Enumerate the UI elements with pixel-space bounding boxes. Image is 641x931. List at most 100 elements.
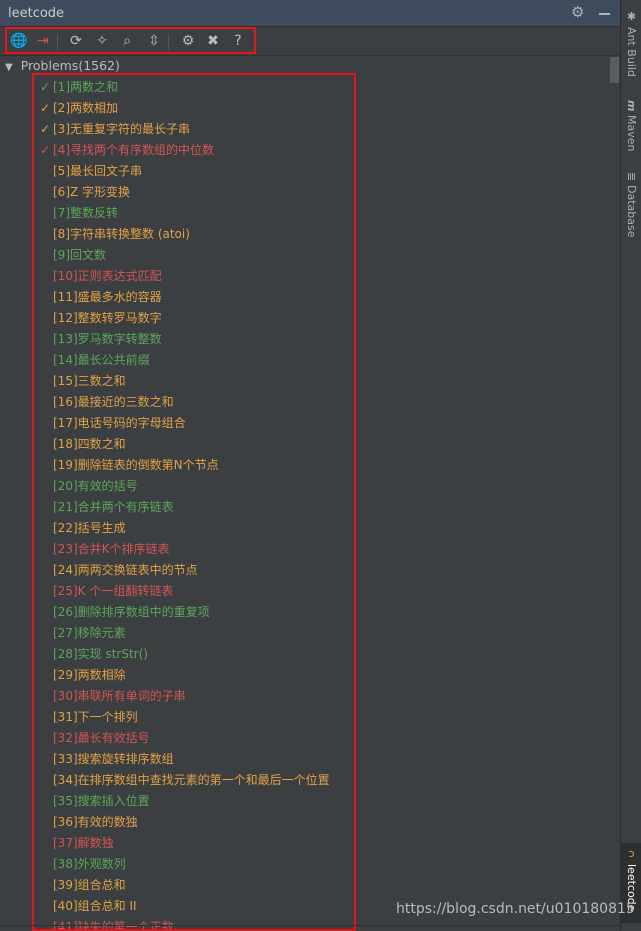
problem-item[interactable]: [39]组合总和	[40, 875, 355, 896]
tree-root-label: Problems(1562)	[20, 58, 120, 73]
problem-label: [19]删除链表的倒数第N个节点	[53, 458, 219, 472]
problem-item[interactable]: [38]外观数列	[40, 854, 355, 875]
problem-item[interactable]: [27]移除元素	[40, 623, 355, 644]
checkmark-icon: ✓	[40, 101, 51, 115]
toolbar-highlight	[5, 27, 256, 54]
problem-label: [36]有效的数独	[53, 815, 138, 829]
problem-label: [8]字符串转换整数 (atoi)	[53, 227, 190, 241]
minimize-icon[interactable]	[599, 13, 610, 15]
maven-icon: m	[625, 100, 638, 112]
problem-item[interactable]: [9]回文数	[40, 245, 355, 266]
problem-item[interactable]: [13]罗马数字转整数	[40, 329, 355, 350]
problem-label: [24]两两交换链表中的节点	[53, 563, 198, 577]
problem-item[interactable]: [34]在排序数组中查找元素的第一个和最后一个位置	[40, 770, 355, 791]
problem-item[interactable]: [14]最长公共前缀	[40, 350, 355, 371]
problem-label: [6]Z 字形变换	[53, 185, 131, 199]
problem-label: [11]盛最多水的容器	[53, 290, 162, 304]
checkmark-icon: ✓	[40, 143, 51, 157]
problem-label: [33]搜索旋转排序数组	[53, 752, 174, 766]
problem-item[interactable]: [17]电话号码的字母组合	[40, 413, 355, 434]
problem-item[interactable]: [8]字符串转换整数 (atoi)	[40, 224, 355, 245]
problem-label: [23]合并K个排序链表	[53, 542, 170, 556]
scrollbar[interactable]	[610, 57, 619, 83]
problem-label: [39]组合总和	[53, 878, 126, 892]
problem-item[interactable]: [32]最长有效括号	[40, 728, 355, 749]
problem-item[interactable]: ✓[4]寻找两个有序数组的中位数	[40, 140, 355, 161]
problem-label: [27]移除元素	[53, 626, 126, 640]
problem-item[interactable]: [36]有效的数独	[40, 812, 355, 833]
problem-item[interactable]: [29]两数相除	[40, 665, 355, 686]
checkmark-icon: ✓	[40, 122, 51, 136]
problem-label: [5]最长回文子串	[53, 164, 142, 178]
search-icon[interactable]: ⌕	[123, 33, 131, 49]
problem-item[interactable]: [5]最长回文子串	[40, 161, 355, 182]
gear-icon[interactable]: ⚙	[571, 3, 585, 21]
problem-label: [28]实现 strStr()	[53, 647, 148, 661]
problem-item[interactable]: [15]三数之和	[40, 371, 355, 392]
problem-item[interactable]: [22]括号生成	[40, 518, 355, 539]
clear-icon[interactable]: ✖	[207, 33, 219, 49]
expand-triangle-icon[interactable]: ▼	[5, 62, 13, 73]
problem-item[interactable]: [28]实现 strStr()	[40, 644, 355, 665]
toolbar: 🌐 ⇥ ⟳ ✧ ⌕ ⇳ ⚙ ✖?	[0, 28, 620, 56]
problem-label: [10]正则表达式匹配	[53, 269, 162, 283]
problem-item[interactable]: ✓[2]两数相加	[40, 98, 355, 119]
problem-item[interactable]: [31]下一个排列	[40, 707, 355, 728]
collapse-icon[interactable]: ⇳	[148, 33, 160, 49]
problem-label: [15]三数之和	[53, 374, 126, 388]
problem-item[interactable]: [37]解数独	[40, 833, 355, 854]
tab-ant-build[interactable]: ✱Ant Build	[625, 10, 638, 77]
magic-wand-icon[interactable]: ✧	[96, 33, 108, 49]
problem-item[interactable]: [7]整数反转	[40, 203, 355, 224]
problem-item[interactable]: [10]正则表达式匹配	[40, 266, 355, 287]
toolbar-separator	[168, 34, 169, 50]
problem-item[interactable]: [25]K 个一组翻转链表	[40, 581, 355, 602]
problem-item[interactable]: [11]盛最多水的容器	[40, 287, 355, 308]
problem-item[interactable]: [24]两两交换链表中的节点	[40, 560, 355, 581]
tool-window-header: leetcode ⚙	[0, 0, 620, 27]
problem-item[interactable]: [33]搜索旋转排序数组	[40, 749, 355, 770]
problem-item[interactable]: [23]合并K个排序链表	[40, 539, 355, 560]
problem-label: [20]有效的括号	[53, 479, 138, 493]
problem-item[interactable]: [35]搜索插入位置	[40, 791, 355, 812]
tree-root-problems[interactable]: ▼ Problems(1562)	[5, 57, 120, 75]
problem-item[interactable]: [6]Z 字形变换	[40, 182, 355, 203]
refresh-icon[interactable]: ⟳	[70, 33, 82, 49]
problem-label: [35]搜索插入位置	[53, 794, 150, 808]
problem-item[interactable]: ✓[3]无重复字符的最长子串	[40, 119, 355, 140]
problem-label: [16]最接近的三数之和	[53, 395, 174, 409]
window-title: leetcode	[8, 6, 65, 21]
problem-label: [29]两数相除	[53, 668, 126, 682]
problem-label: [12]整数转罗马数字	[53, 311, 162, 325]
login-icon[interactable]: ⇥	[37, 33, 49, 49]
problem-label: [2]两数相加	[53, 101, 118, 115]
problem-item[interactable]: [20]有效的括号	[40, 476, 355, 497]
globe-icon[interactable]: 🌐	[10, 33, 28, 49]
problem-label: [38]外观数列	[53, 857, 126, 871]
problem-item[interactable]: [16]最接近的三数之和	[40, 392, 355, 413]
tab-database[interactable]: ≣Database	[625, 172, 638, 238]
problem-label: [32]最长有效括号	[53, 731, 150, 745]
problem-item[interactable]: [19]删除链表的倒数第N个节点	[40, 455, 355, 476]
problem-label: [17]电话号码的字母组合	[53, 416, 186, 430]
problem-item[interactable]: [30]串联所有单词的子串	[40, 686, 355, 707]
problem-label: [18]四数之和	[53, 437, 126, 451]
problem-item[interactable]: [18]四数之和	[40, 434, 355, 455]
watermark: https://blog.csdn.net/u010180815	[396, 901, 635, 917]
problem-item[interactable]: [12]整数转罗马数字	[40, 308, 355, 329]
problem-label: [30]串联所有单词的子串	[53, 689, 186, 703]
problem-item[interactable]: [40]组合总和 II	[40, 896, 355, 917]
help-icon[interactable]: ?	[234, 33, 242, 49]
problem-label: [40]组合总和 II	[53, 899, 137, 913]
divider	[0, 925, 620, 926]
problem-item[interactable]: ✓[1]两数之和	[40, 77, 355, 98]
problem-label: [1]两数之和	[53, 80, 118, 94]
problem-label: [4]寻找两个有序数组的中位数	[53, 143, 214, 157]
settings-icon[interactable]: ⚙	[181, 33, 195, 49]
problem-item[interactable]: [21]合并两个有序链表	[40, 497, 355, 518]
problem-label: [9]回文数	[53, 248, 106, 262]
database-icon: ≣	[625, 172, 638, 182]
problem-item[interactable]: [26]删除排序数组中的重复项	[40, 602, 355, 623]
